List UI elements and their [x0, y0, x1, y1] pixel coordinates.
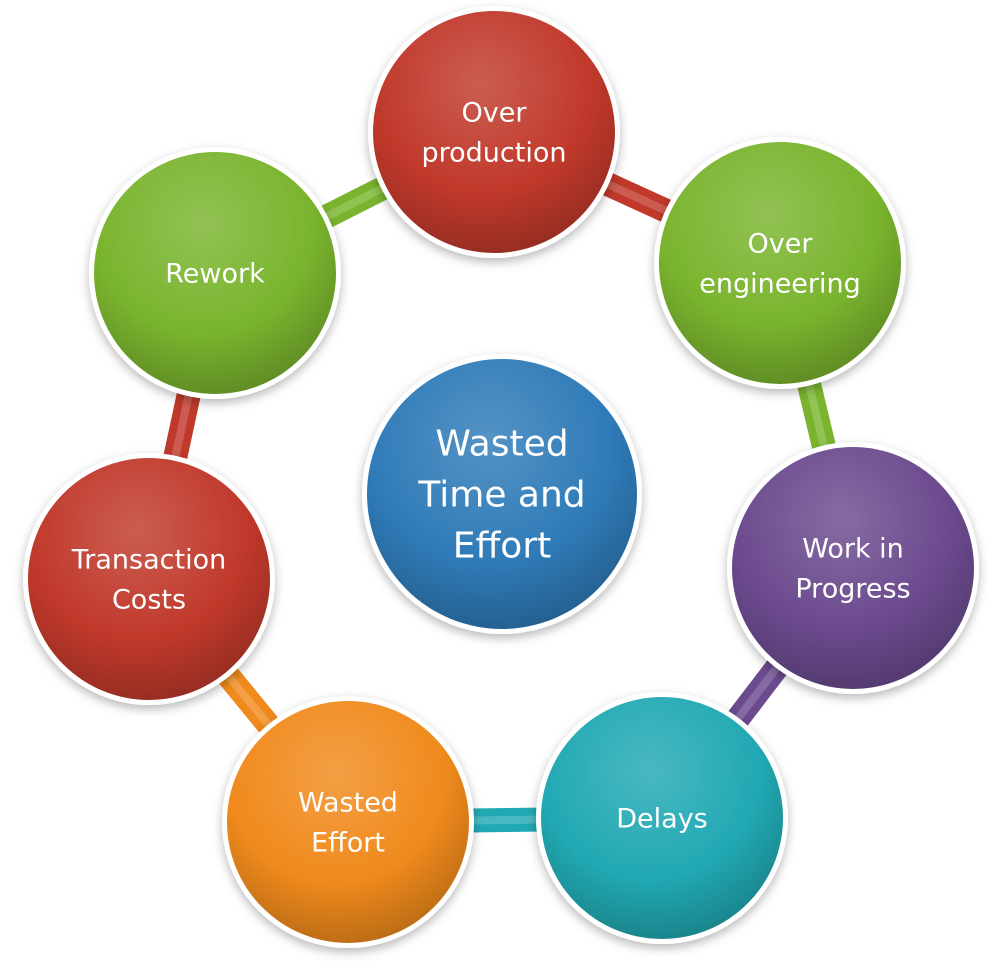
node-circle	[367, 359, 637, 629]
node-over-production: Over production	[368, 6, 620, 258]
node-over-engineering: Over engineering	[654, 137, 906, 389]
node-circle	[373, 11, 615, 253]
node-label-line: Over	[462, 97, 528, 128]
node-label-line: Transaction	[71, 544, 226, 575]
node-circle	[94, 152, 336, 394]
node-label-line: Progress	[795, 573, 910, 604]
node-label-line: Wasted	[435, 424, 568, 465]
node-circle	[28, 458, 270, 700]
node-circle	[227, 701, 469, 943]
node-label-line: Work in	[802, 533, 904, 564]
node-label-line: Time and	[417, 475, 585, 516]
node-label-line: engineering	[699, 268, 861, 299]
node-circle	[659, 142, 901, 384]
node-rework: Rework	[89, 147, 341, 399]
node-label-line: Effort	[311, 827, 385, 858]
node-work-in-progress: Work in Progress	[727, 442, 979, 694]
node-delays: Delays	[536, 692, 788, 944]
node-label-line: Rework	[165, 258, 265, 289]
node-label-line: Over	[748, 228, 814, 259]
node-label-line: Effort	[453, 526, 552, 567]
node-label-line: Delays	[616, 803, 708, 834]
node-circle	[732, 447, 974, 689]
node-circle	[541, 697, 783, 939]
node-label-line: Wasted	[298, 787, 398, 818]
node-label-line: Costs	[112, 584, 186, 615]
node-label-line: production	[422, 137, 567, 168]
